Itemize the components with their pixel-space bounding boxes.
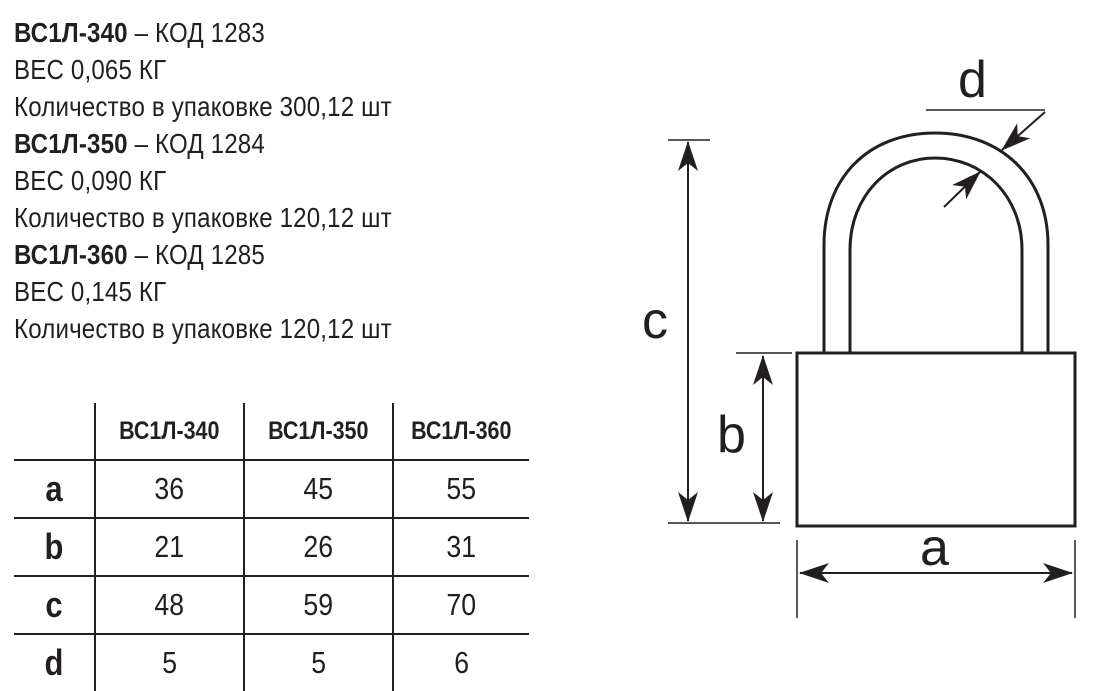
model-code: – КОД 1284 [127, 128, 265, 159]
dimension-c-label: c [642, 292, 668, 350]
table-row: c 48 59 70 [14, 576, 529, 635]
column-header: ВС1Л-340 [94, 403, 244, 461]
model-name: ВС1Л-360 [14, 239, 128, 270]
table-header-row: ВС1Л-340 ВС1Л-350 ВС1Л-360 [14, 403, 529, 461]
padlock-body [795, 351, 1077, 528]
model-title: ВС1Л-350 – КОД 1284 [14, 125, 461, 162]
model-weight: ВЕС 0,065 КГ [14, 54, 167, 85]
table-row: b 21 26 31 [14, 518, 529, 577]
table-cell: 21 [94, 518, 244, 577]
table-cell: 70 [392, 576, 529, 635]
model-pack-quantity: Количество в упаковке 120,12 шт [14, 202, 392, 233]
table-cell: 59 [243, 576, 393, 635]
table-cell: 48 [94, 576, 244, 635]
model-title: ВС1Л-360 – КОД 1285 [14, 236, 461, 273]
model-pack-quantity: Количество в упаковке 300,12 шт [14, 91, 392, 122]
table-cell: 55 [392, 460, 529, 519]
table-cell: 31 [392, 518, 529, 577]
table-row: a 36 45 55 [14, 460, 529, 519]
model-code: – КОД 1283 [127, 17, 265, 48]
model-code: – КОД 1285 [127, 239, 265, 270]
model-weight: ВЕС 0,145 КГ [14, 276, 167, 307]
column-header: ВС1Л-360 [392, 403, 529, 461]
dimension-d-arrow-outer [1001, 111, 1046, 151]
table-cell: 26 [243, 518, 393, 577]
row-label: d [44, 642, 64, 683]
model-name: ВС1Л-350 [14, 128, 128, 159]
dimension-b-label: b [717, 406, 746, 464]
model-weight: ВЕС 0,090 КГ [14, 165, 167, 196]
model-title: ВС1Л-340 – КОД 1283 [14, 14, 461, 51]
column-header: ВС1Л-350 [243, 403, 393, 461]
model-pack-quantity: Количество в упаковке 120,12 шт [14, 313, 392, 344]
table-cell: 36 [94, 460, 244, 519]
table-corner-cell [14, 403, 95, 461]
shackle-outline [822, 131, 1050, 353]
dimension-d-arrow-inner [943, 171, 981, 208]
dimension-a-label: a [920, 519, 949, 577]
dimension-d-label: d [958, 51, 987, 109]
row-label: b [14, 518, 95, 577]
row-label: c [14, 576, 95, 635]
model-name: ВС1Л-340 [14, 17, 128, 48]
table-cell: 45 [243, 460, 393, 519]
shackle-inner [848, 156, 1024, 353]
product-specs: ВС1Л-340 – КОД 1283 ВЕС 0,065 КГ Количес… [14, 14, 534, 347]
row-label: a [14, 460, 95, 519]
